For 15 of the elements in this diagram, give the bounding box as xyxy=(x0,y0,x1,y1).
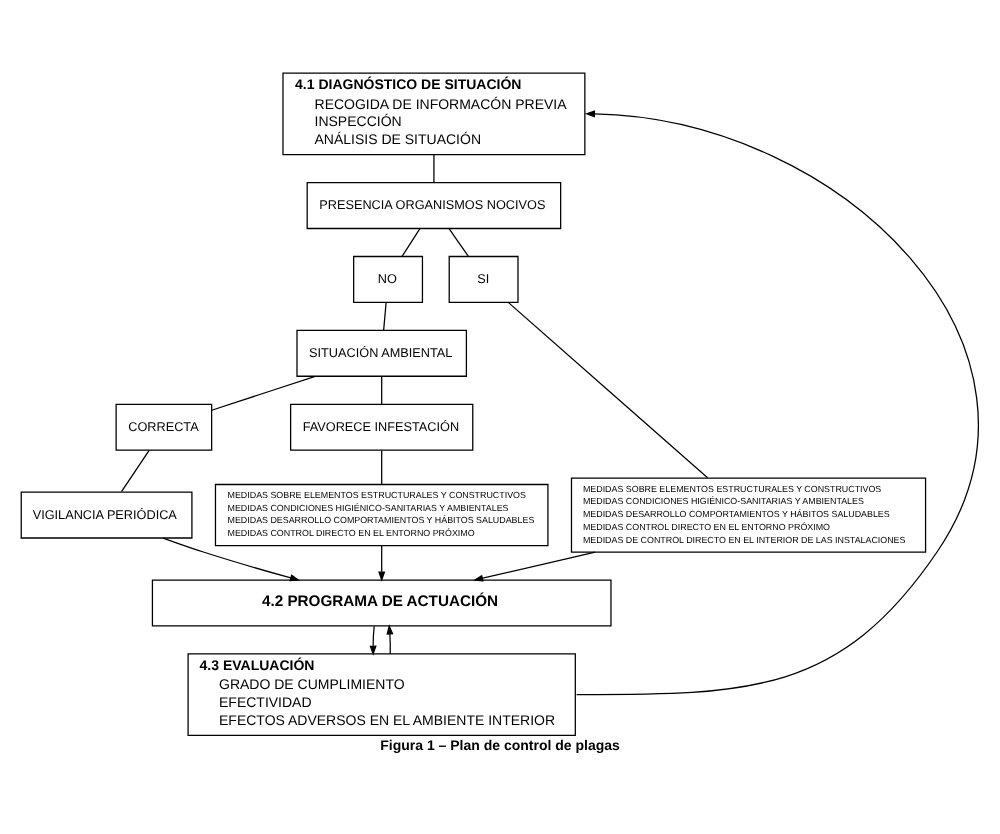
arrow xyxy=(378,545,386,582)
connector xyxy=(383,301,387,332)
arrow xyxy=(473,551,596,582)
connector xyxy=(433,154,435,184)
arrow xyxy=(386,624,394,655)
connector xyxy=(381,375,383,405)
connector xyxy=(120,449,150,493)
connector xyxy=(381,449,383,485)
connector xyxy=(507,302,709,479)
arrow xyxy=(162,537,301,582)
arrow xyxy=(369,625,377,656)
arrow xyxy=(575,110,978,696)
connector xyxy=(448,228,470,258)
connector xyxy=(211,375,316,411)
connector xyxy=(401,228,421,258)
